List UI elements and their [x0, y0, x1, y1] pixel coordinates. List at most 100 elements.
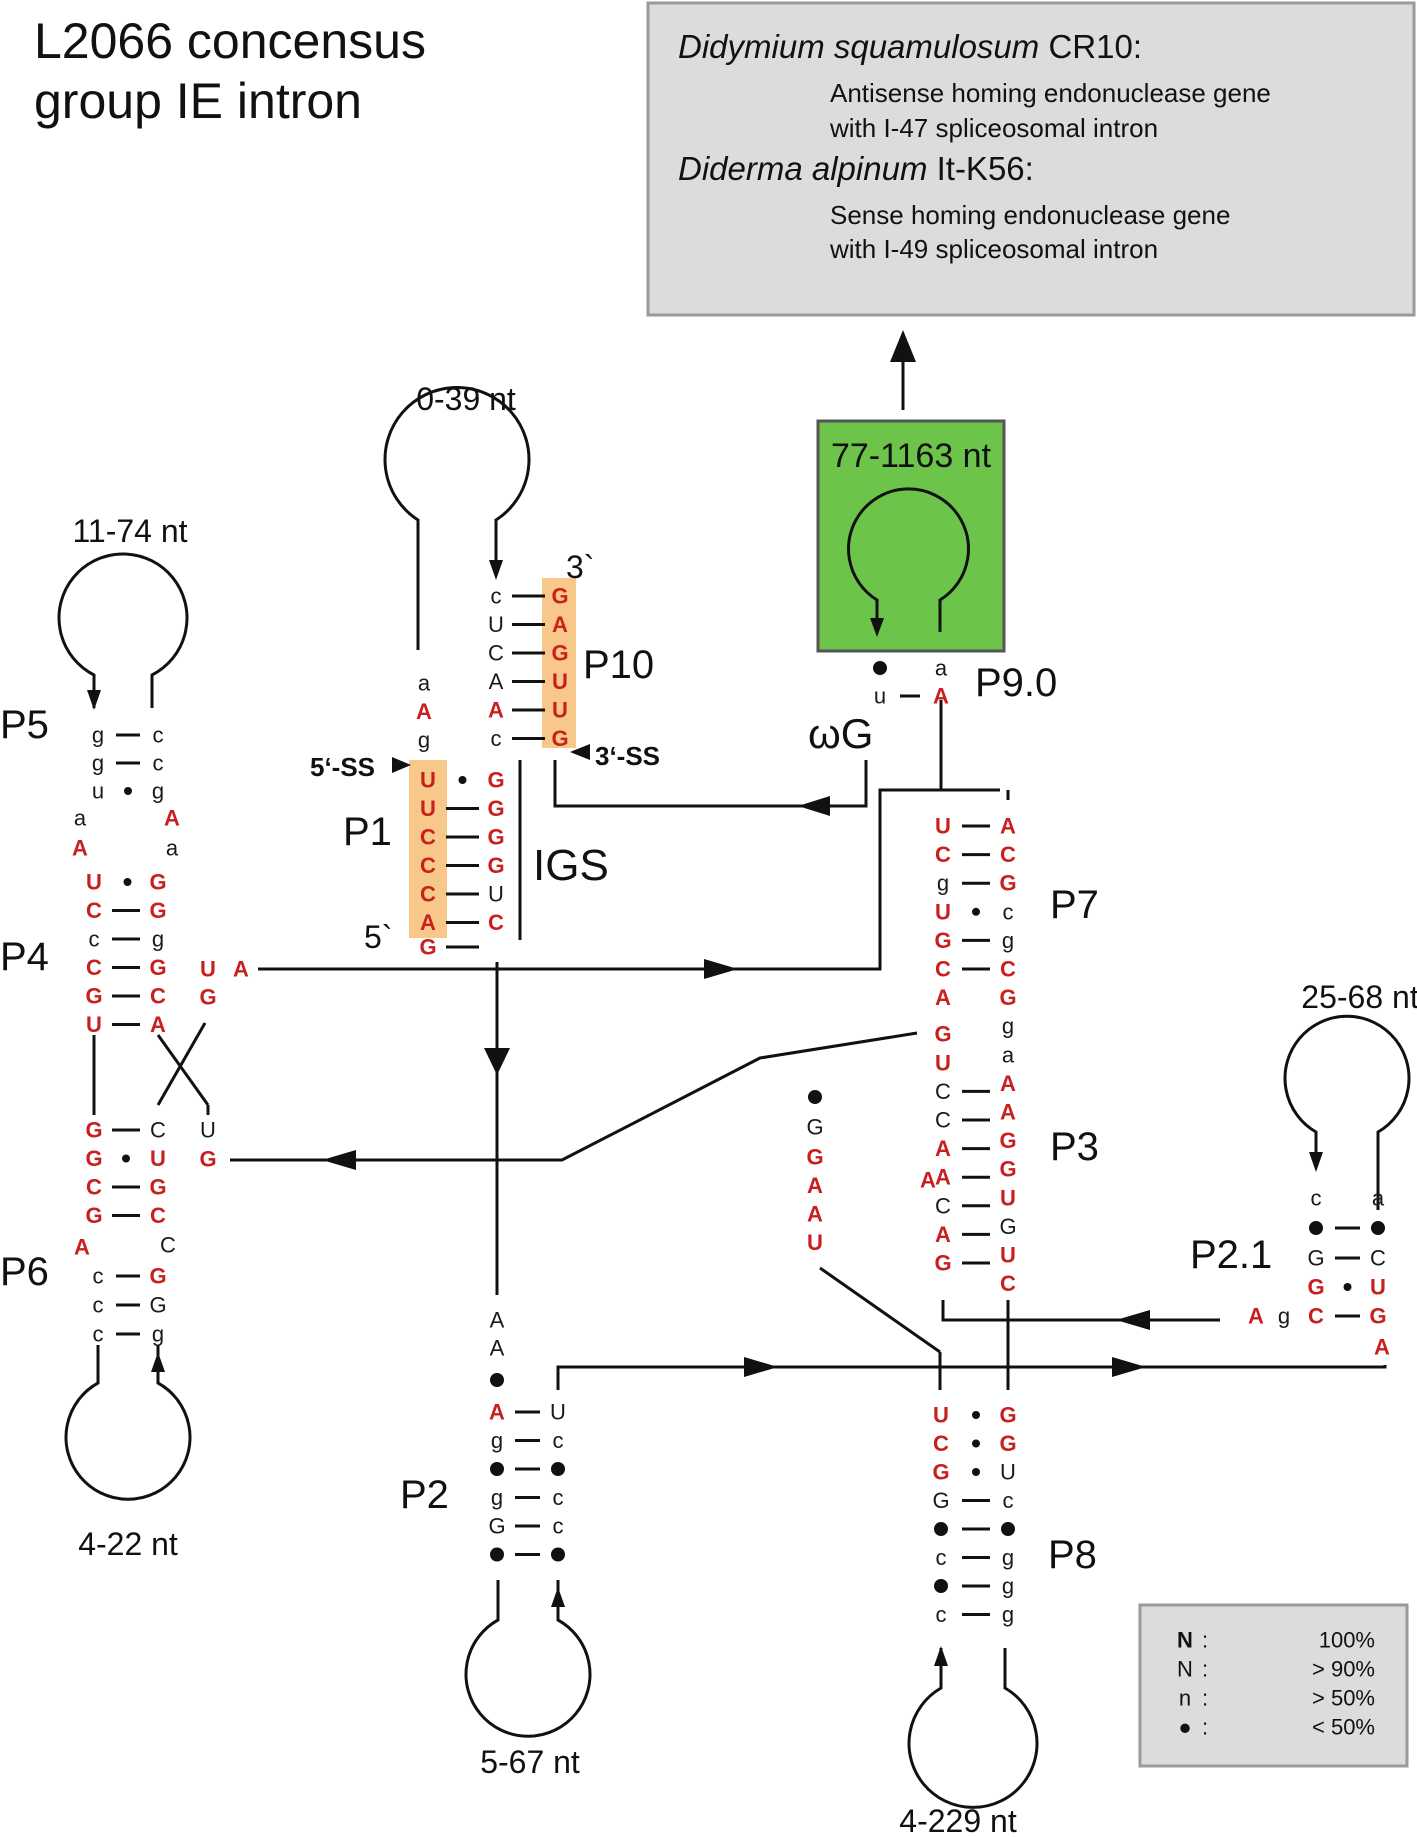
end-5-label: 5` — [364, 919, 392, 955]
p21-right-nt-dot — [1371, 1221, 1385, 1235]
p8-right-nt: U — [1000, 1460, 1016, 1485]
p4-right-nt: G — [149, 955, 166, 980]
p4-left-nt: G — [85, 984, 102, 1009]
info-org1-strain: CR10: — [1039, 28, 1142, 65]
legend-separator: : — [1202, 1628, 1208, 1653]
p1-right-nt: G — [487, 825, 504, 850]
p5-left-nt: u — [92, 779, 104, 804]
p2-right-nt: U — [550, 1400, 566, 1425]
p2-left-nt: g — [491, 1428, 503, 1453]
legend-symbol: ● — [1178, 1715, 1191, 1740]
p8-right-nt: c — [1003, 1488, 1014, 1513]
p3-bottom-strand — [941, 1300, 1010, 1322]
title-line-2: group IE intron — [34, 73, 362, 129]
p4-left-nt: C — [86, 898, 102, 923]
p10-5p-nt: A — [416, 699, 432, 724]
p8-left-nt: C — [933, 1431, 949, 1456]
p8-right-nt: G — [999, 1403, 1016, 1428]
p10-right-nt: U — [552, 669, 568, 694]
p7-p3-right-nt: U — [1000, 1243, 1016, 1268]
p6-right-nt: G — [149, 1264, 166, 1289]
p5-p4-loop-nt: a — [74, 806, 87, 831]
p21-loop-length: 25-68 nt — [1301, 979, 1417, 1015]
p4-p6-right-strand — [156, 1034, 210, 1106]
p6-bulge-nt: A — [74, 1235, 90, 1260]
p10-label: P10 — [583, 643, 654, 687]
p3-bulge-nt: A — [920, 1168, 936, 1193]
p7-p3-right-nt: G — [999, 871, 1016, 896]
p8-left-nt: G — [932, 1488, 949, 1513]
p6-bond — [122, 1154, 130, 1163]
p6-left-nt: c — [93, 1293, 104, 1318]
p7-p3-left-nt: G — [934, 928, 951, 953]
p10-left-nt: c — [491, 726, 502, 751]
p7-p3-left-nt: C — [935, 842, 951, 867]
p21-label: P2.1 — [1190, 1233, 1272, 1277]
p1-left-nt: U — [420, 768, 436, 793]
p6-left-nt: G — [85, 1118, 102, 1143]
p1-left-nt: C — [420, 882, 436, 907]
p7-p3-right-nt: G — [999, 1157, 1016, 1182]
p4-left-nt: c — [89, 927, 100, 952]
p2-left-nt-dot — [490, 1462, 504, 1476]
p6-bulge-nt: C — [160, 1233, 176, 1258]
p7-p3-left-nt: C — [935, 1193, 951, 1218]
p6-right-nt: g — [152, 1322, 164, 1347]
p8-right-nt: g — [1002, 1602, 1014, 1627]
p8-bond — [972, 1439, 980, 1448]
p7-p3-right-nt: g — [1002, 928, 1014, 953]
p6-right-nt: G — [149, 1175, 166, 1200]
p2-5p-nt: A — [490, 1336, 505, 1361]
p5-bond — [124, 787, 132, 795]
p7-p3-right-nt: g — [1002, 1014, 1014, 1039]
p4-label: P4 — [0, 935, 49, 979]
p4-p6-junction-nt: U — [200, 1118, 216, 1143]
p7-p3-right-nt: C — [1000, 1271, 1016, 1296]
p7-p3-right-nt: U — [1000, 1185, 1016, 1210]
p6-left-nt: G — [85, 1203, 102, 1228]
p9-nt-dot — [873, 661, 887, 675]
p6-right-nt: C — [150, 1118, 166, 1143]
p1-left-nt: C — [420, 825, 436, 850]
p4-right-nt: G — [149, 898, 166, 923]
p9-insertion-box: 77-1163 nt — [816, 419, 1006, 653]
info-org2-name: Diderma alpinum — [678, 150, 927, 187]
p21-5p-nt: g — [1278, 1304, 1290, 1329]
ss3-label: 3‘-SS — [595, 741, 660, 771]
svg-text:Diderma alpinum It-K56:: Diderma alpinum It-K56: — [678, 150, 1034, 187]
p8-loop-length: 4-229 nt — [899, 1803, 1017, 1837]
p4-bond — [123, 878, 132, 886]
p21-5p-nt: A — [1248, 1304, 1264, 1329]
p7-p3-right-nt: c — [1003, 899, 1014, 924]
p1-label: P1 — [343, 810, 392, 854]
p4-right-nt: C — [150, 984, 166, 1009]
p1-left-nt: C — [420, 853, 436, 878]
p7-p3-left-nt: C — [935, 1108, 951, 1133]
p7-p3-right-nt: A — [1000, 1071, 1016, 1096]
p1-left-nt: U — [420, 796, 436, 821]
p6-loop-length: 4-22 nt — [78, 1526, 178, 1562]
p6-label: P6 — [0, 1250, 49, 1294]
p7-p3-left-nt: A — [935, 1136, 951, 1161]
p1-right-nt: U — [488, 882, 504, 907]
p8-left-nt-dot — [934, 1579, 948, 1593]
p7-p3-left-nt: g — [937, 871, 949, 896]
p5-p4-loop-nt: A — [72, 836, 88, 861]
p5-p4-loop-nt: A — [164, 806, 180, 831]
p6-left-nt: G — [85, 1146, 102, 1171]
p8-left-nt: c — [936, 1545, 947, 1570]
p4-left-nt: U — [86, 870, 102, 895]
p21-right-nt: U — [1370, 1275, 1386, 1300]
p21-left-nt: G — [1307, 1246, 1324, 1271]
legend-value: > 50% — [1312, 1686, 1375, 1711]
p7-p3-right-nt: A — [1000, 814, 1016, 839]
info-box: Didymium squamulosum CR10: Antisense hom… — [646, 1, 1416, 317]
legend-symbol: n — [1179, 1686, 1191, 1711]
p6-right-nt: C — [150, 1203, 166, 1228]
p7-p3-left-nt: U — [935, 1050, 951, 1075]
p5-right-nt: c — [153, 751, 164, 776]
legend-value: < 50% — [1312, 1715, 1375, 1740]
p10-left-nt: A — [488, 698, 504, 723]
p10-loop-length: 0-39 nt — [416, 381, 516, 417]
p7-label: P7 — [1050, 883, 1099, 927]
